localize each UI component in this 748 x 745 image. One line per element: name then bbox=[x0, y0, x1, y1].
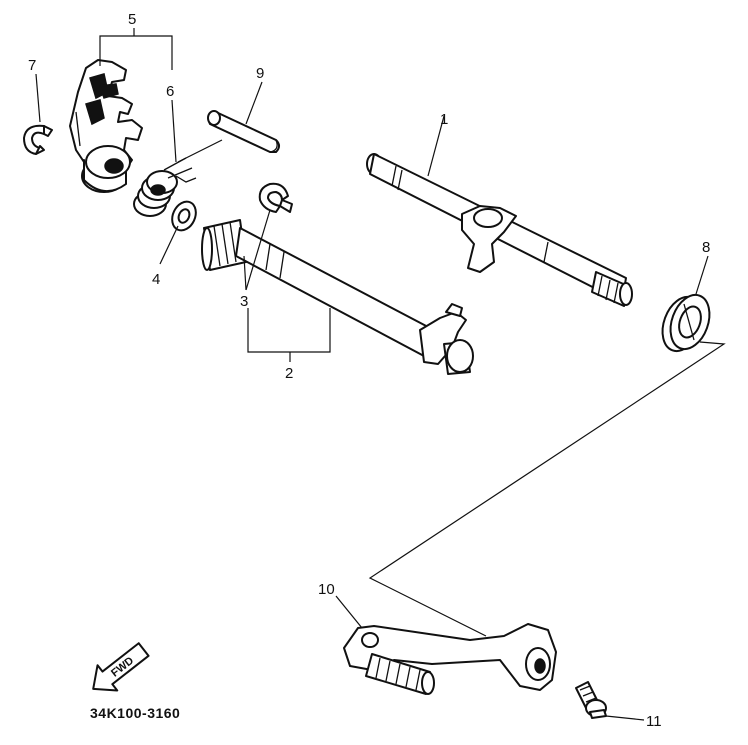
part-pin bbox=[207, 110, 280, 153]
diagram-code: 34K100-3160 bbox=[90, 705, 180, 721]
callout-8: 8 bbox=[702, 239, 710, 256]
part-shift-pedal bbox=[343, 623, 557, 695]
part-bolt bbox=[575, 681, 607, 719]
callout-labels: 1 2 3 4 5 6 7 8 9 10 11 bbox=[28, 11, 710, 730]
part-torsion-spring bbox=[133, 157, 197, 217]
callout-11: 11 bbox=[646, 713, 662, 730]
part-circlip-7 bbox=[23, 124, 53, 155]
part-circlip-3 bbox=[258, 182, 293, 213]
callout-6: 6 bbox=[166, 83, 174, 100]
callout-4: 4 bbox=[152, 271, 160, 288]
forward-direction-arrow: FWD bbox=[92, 642, 150, 692]
leader-lines bbox=[35, 28, 726, 721]
part-washer bbox=[171, 200, 197, 232]
callout-7: 7 bbox=[28, 57, 36, 74]
callout-3: 3 bbox=[240, 293, 248, 310]
part-shift-shaft bbox=[201, 219, 474, 375]
part-shift-shaft-arm bbox=[366, 153, 633, 307]
callout-5: 5 bbox=[128, 11, 136, 28]
callout-2: 2 bbox=[285, 365, 293, 382]
callout-1: 1 bbox=[440, 111, 448, 128]
part-shift-guide bbox=[69, 59, 143, 193]
callout-10: 10 bbox=[318, 581, 335, 598]
callout-9: 9 bbox=[256, 65, 264, 82]
part-oil-seal bbox=[661, 293, 711, 353]
